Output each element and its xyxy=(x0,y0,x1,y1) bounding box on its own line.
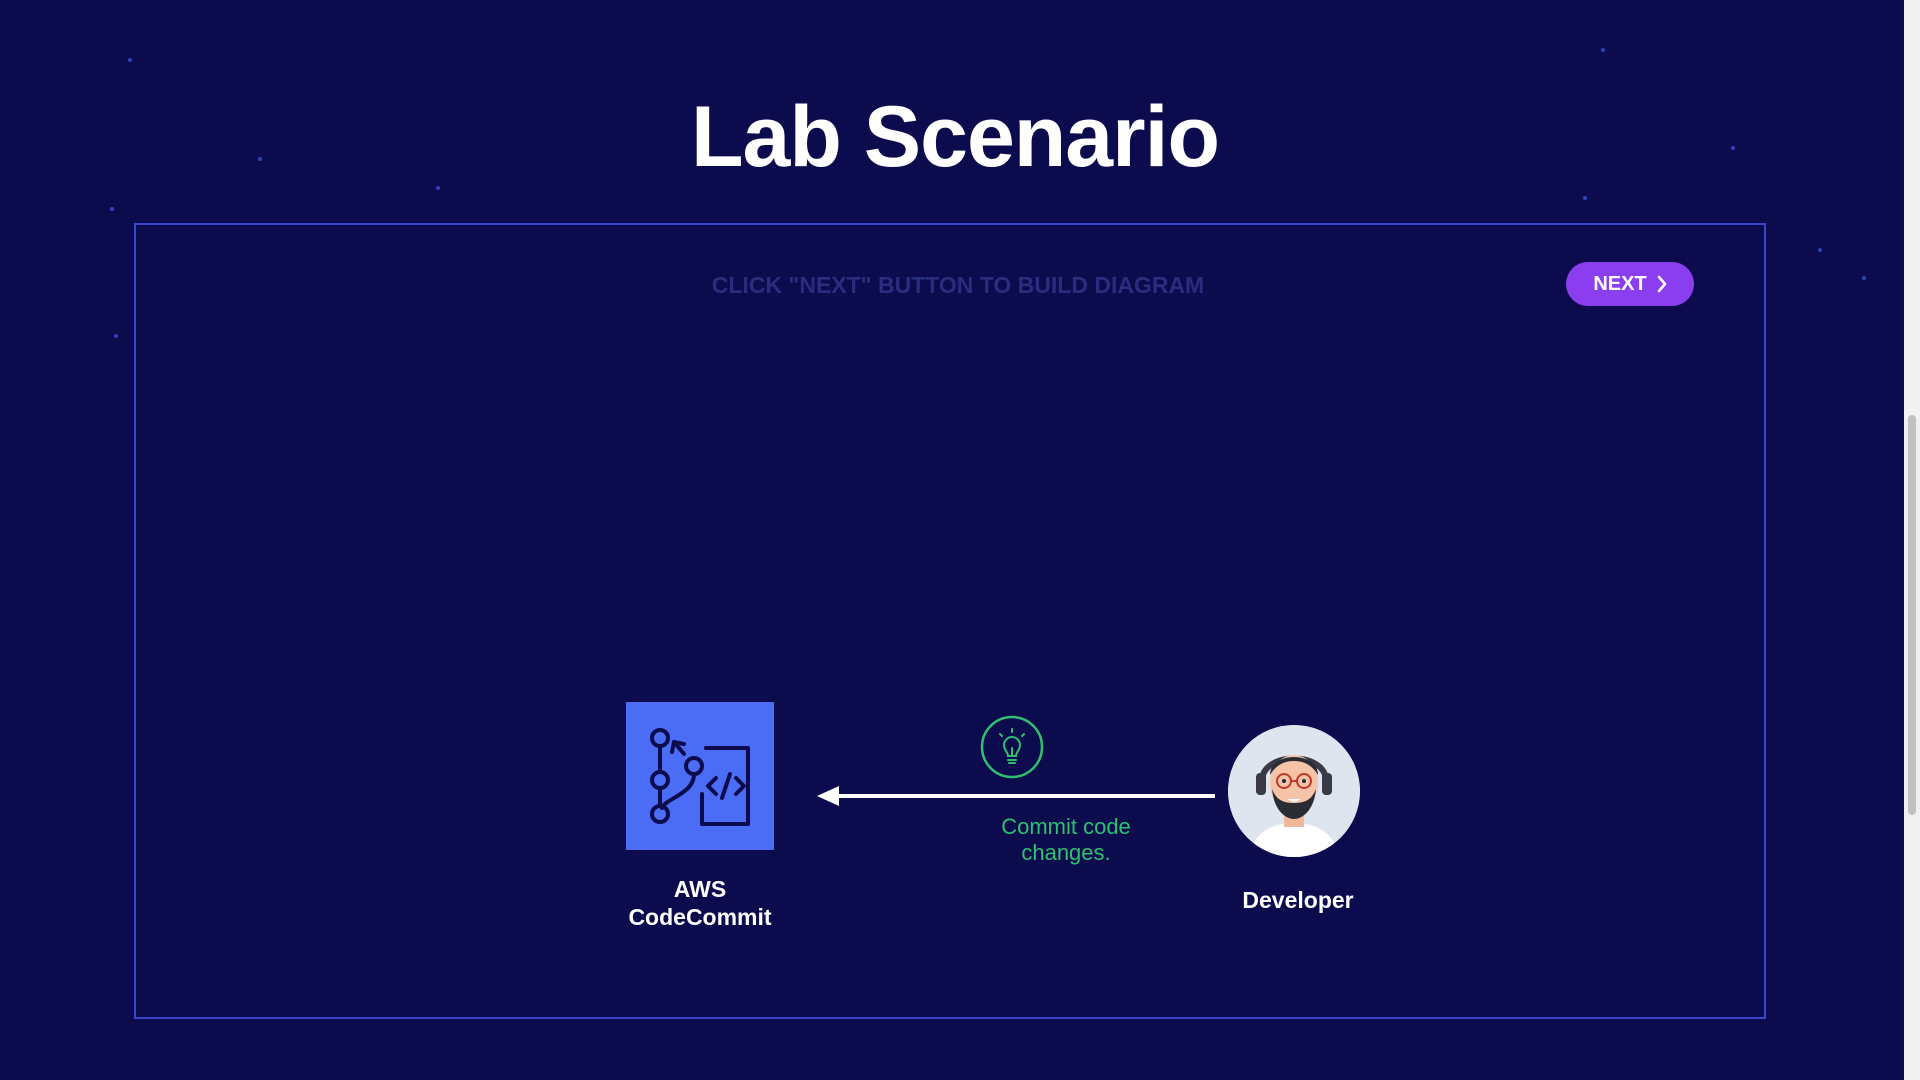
developer-label: Developer xyxy=(1242,887,1354,913)
developer-avatar-icon xyxy=(1228,725,1360,857)
star-decoration xyxy=(114,334,118,338)
star-decoration xyxy=(1731,146,1735,150)
next-button[interactable]: NEXT xyxy=(1566,262,1694,306)
codecommit-service-box xyxy=(626,702,774,850)
chevron-right-icon xyxy=(1657,275,1666,293)
diagram-panel: CLICK "NEXT" BUTTON TO BUILD DIAGRAM NEX… xyxy=(134,223,1766,1019)
scrollbar-thumb[interactable] xyxy=(1908,415,1916,815)
star-decoration xyxy=(1583,196,1587,200)
commit-arrow xyxy=(817,786,1215,806)
star-decoration xyxy=(436,186,440,190)
next-button-label: NEXT xyxy=(1593,272,1647,295)
page-title: Lab Scenario xyxy=(690,89,1220,185)
star-decoration xyxy=(110,207,114,211)
codecommit-icon xyxy=(650,728,750,826)
star-decoration xyxy=(128,58,132,62)
star-decoration xyxy=(1601,48,1605,52)
instruction-text: CLICK "NEXT" BUTTON TO BUILD DIAGRAM xyxy=(711,272,1205,298)
commit-label: Commit code changes. xyxy=(1001,814,1131,865)
developer-avatar xyxy=(1228,725,1360,857)
star-decoration xyxy=(1818,248,1822,252)
star-decoration xyxy=(1862,276,1866,280)
star-decoration xyxy=(258,157,262,161)
codecommit-label: AWS CodeCommit xyxy=(628,876,772,930)
lightbulb-icon xyxy=(980,715,1044,779)
